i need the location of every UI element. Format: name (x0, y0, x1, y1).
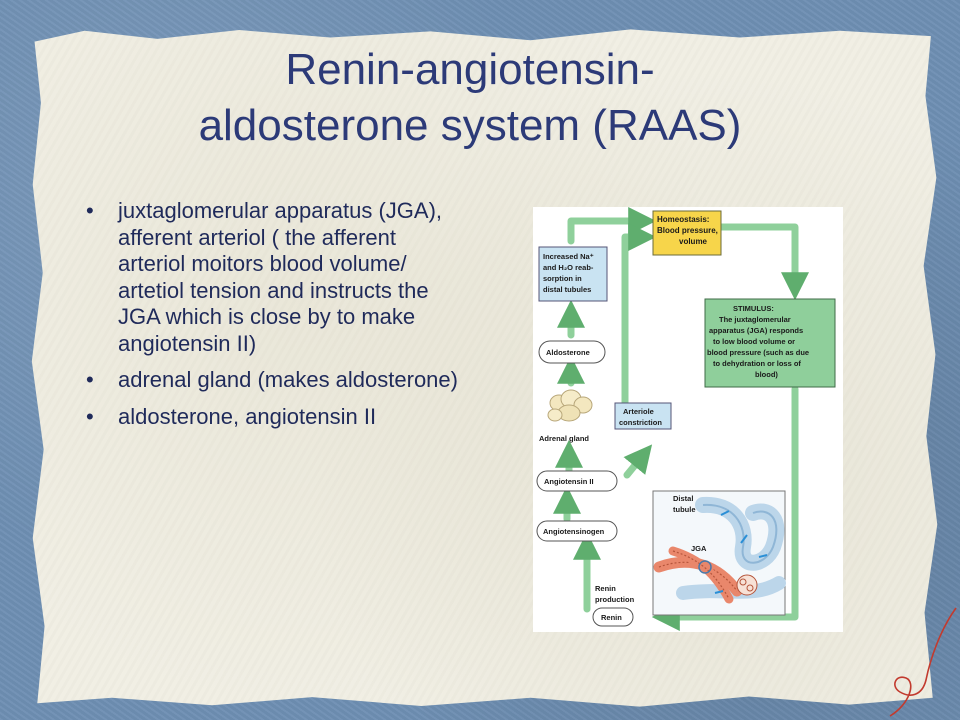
angiotensinogen-label: Angiotensinogen (543, 527, 605, 536)
reabsorption-box: Increased Na⁺ and H₂O reab- sorption in … (538, 246, 608, 302)
bullet-item: adrenal gland (makes aldosterone) (78, 367, 468, 394)
angiotensin-ii-box: Angiotensin II (536, 470, 618, 492)
page-title: Renin-angiotensin- aldosterone system (R… (40, 42, 900, 154)
aldosterone-box: Aldosterone (538, 340, 606, 364)
stimulus-line-3: apparatus (JGA) responds (709, 326, 803, 335)
renin-label: Renin (601, 613, 622, 622)
stimulus-line-2: The juxtaglomerular (719, 315, 791, 324)
flow-arrows (553, 207, 809, 631)
bullet-item: aldosterone, angiotensin II (78, 404, 468, 431)
homeostasis-box: Homeostasis: Blood pressure, volume (652, 210, 722, 256)
arteriole-line-2: constriction (619, 418, 662, 427)
aldosterone-label: Aldosterone (546, 348, 590, 357)
raas-diagram: Homeostasis: Blood pressure, volume STIM… (533, 207, 843, 632)
stimulus-box: STIMULUS: The juxtaglomerular apparatus … (704, 298, 836, 388)
red-thread-decoration (889, 607, 957, 717)
renin-production-line-2: production (595, 595, 635, 604)
reabsorption-line-4: distal tubules (543, 285, 591, 294)
bullet-item: juxtaglomerular apparatus (JGA), afferen… (78, 198, 468, 357)
reabsorption-line-1: Increased Na⁺ (543, 252, 594, 261)
homeostasis-line-1: Homeostasis: (657, 215, 709, 224)
distal-tubule-line-2: tubule (673, 505, 696, 514)
jga-label: JGA (691, 544, 707, 553)
title-line-2: aldosterone system (RAAS) (198, 101, 742, 150)
renin-box: Renin (592, 607, 634, 627)
arteriole-line-1: Arteriole (623, 407, 654, 416)
title-line-1: Renin-angiotensin- (285, 45, 655, 94)
stimulus-line-7: blood) (755, 370, 778, 379)
stimulus-line-1: STIMULUS: (733, 304, 774, 313)
reabsorption-line-3: sorption in (543, 274, 582, 283)
bullet-list: juxtaglomerular apparatus (JGA), afferen… (78, 198, 468, 440)
stimulus-line-4: to low blood volume or (713, 337, 795, 346)
reabsorption-line-2: and H₂O reab- (543, 263, 594, 272)
angiotensinogen-box: Angiotensinogen (536, 520, 618, 542)
distal-tubule-line-1: Distal (673, 494, 693, 503)
stimulus-line-5: blood pressure (such as due (707, 348, 809, 357)
homeostasis-line-2: Blood pressure, (657, 226, 718, 235)
jga-inset: Distal tubule JGA (652, 490, 786, 616)
homeostasis-line-3: volume (679, 237, 708, 246)
stimulus-line-6: to dehydration or loss of (713, 359, 801, 368)
adrenal-gland-label: Adrenal gland (539, 434, 589, 443)
arteriole-constriction-box: Arteriole constriction (614, 402, 672, 430)
angiotensin-ii-label: Angiotensin II (544, 477, 594, 486)
adrenal-gland-icon (547, 389, 593, 422)
renin-production-line-1: Renin (595, 584, 616, 593)
